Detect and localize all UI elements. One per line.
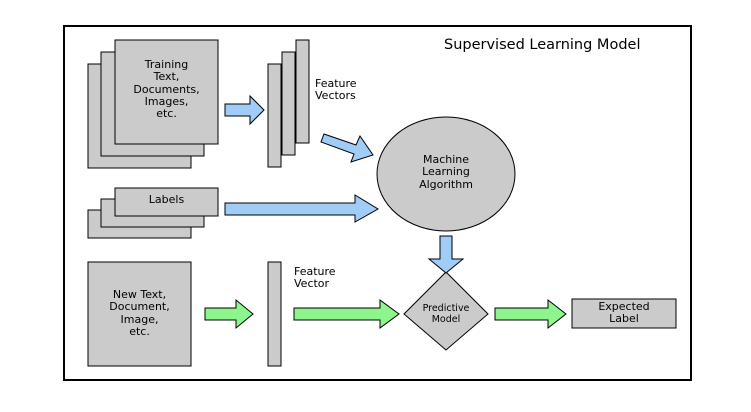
predictive-model-diamond	[403, 271, 489, 351]
feature-vectors-stack	[267, 39, 310, 168]
labels-stack	[87, 187, 219, 239]
expected-label-box	[571, 298, 677, 329]
blue-arrow-algorithm-to-model	[427, 235, 465, 274]
green-arrow-model-to-label	[494, 298, 567, 330]
blue-arrow-features-to-algorithm	[320, 133, 374, 163]
labels-label: Labels	[148, 193, 185, 206]
new-input-document	[87, 261, 192, 367]
training-documents-stack	[87, 39, 219, 169]
expected-label-label: Expected Label	[598, 300, 650, 326]
blue-arrow-labels-to-algorithm	[224, 194, 379, 223]
new-input-label: New Text, Document, Image, etc.	[109, 288, 170, 338]
predictive-model-label: Predictive Model	[422, 303, 470, 325]
feature-vector-label: Feature Vector	[294, 265, 336, 291]
blue-arrow-training-to-features	[224, 94, 265, 126]
green-arrow-input-to-vector	[204, 298, 254, 330]
feature-vector-bar	[267, 261, 282, 367]
feature-vectors-label: Feature Vectors	[315, 77, 357, 103]
ml-algorithm-label: Machine Learning Algorithm	[419, 153, 473, 191]
training-input-label: Training Text, Documents, Images, etc.	[133, 58, 200, 121]
green-arrow-vector-to-model	[293, 299, 400, 329]
diagram-title: Supervised Learning Model	[444, 37, 641, 53]
ml-algorithm-ellipse	[376, 116, 516, 232]
